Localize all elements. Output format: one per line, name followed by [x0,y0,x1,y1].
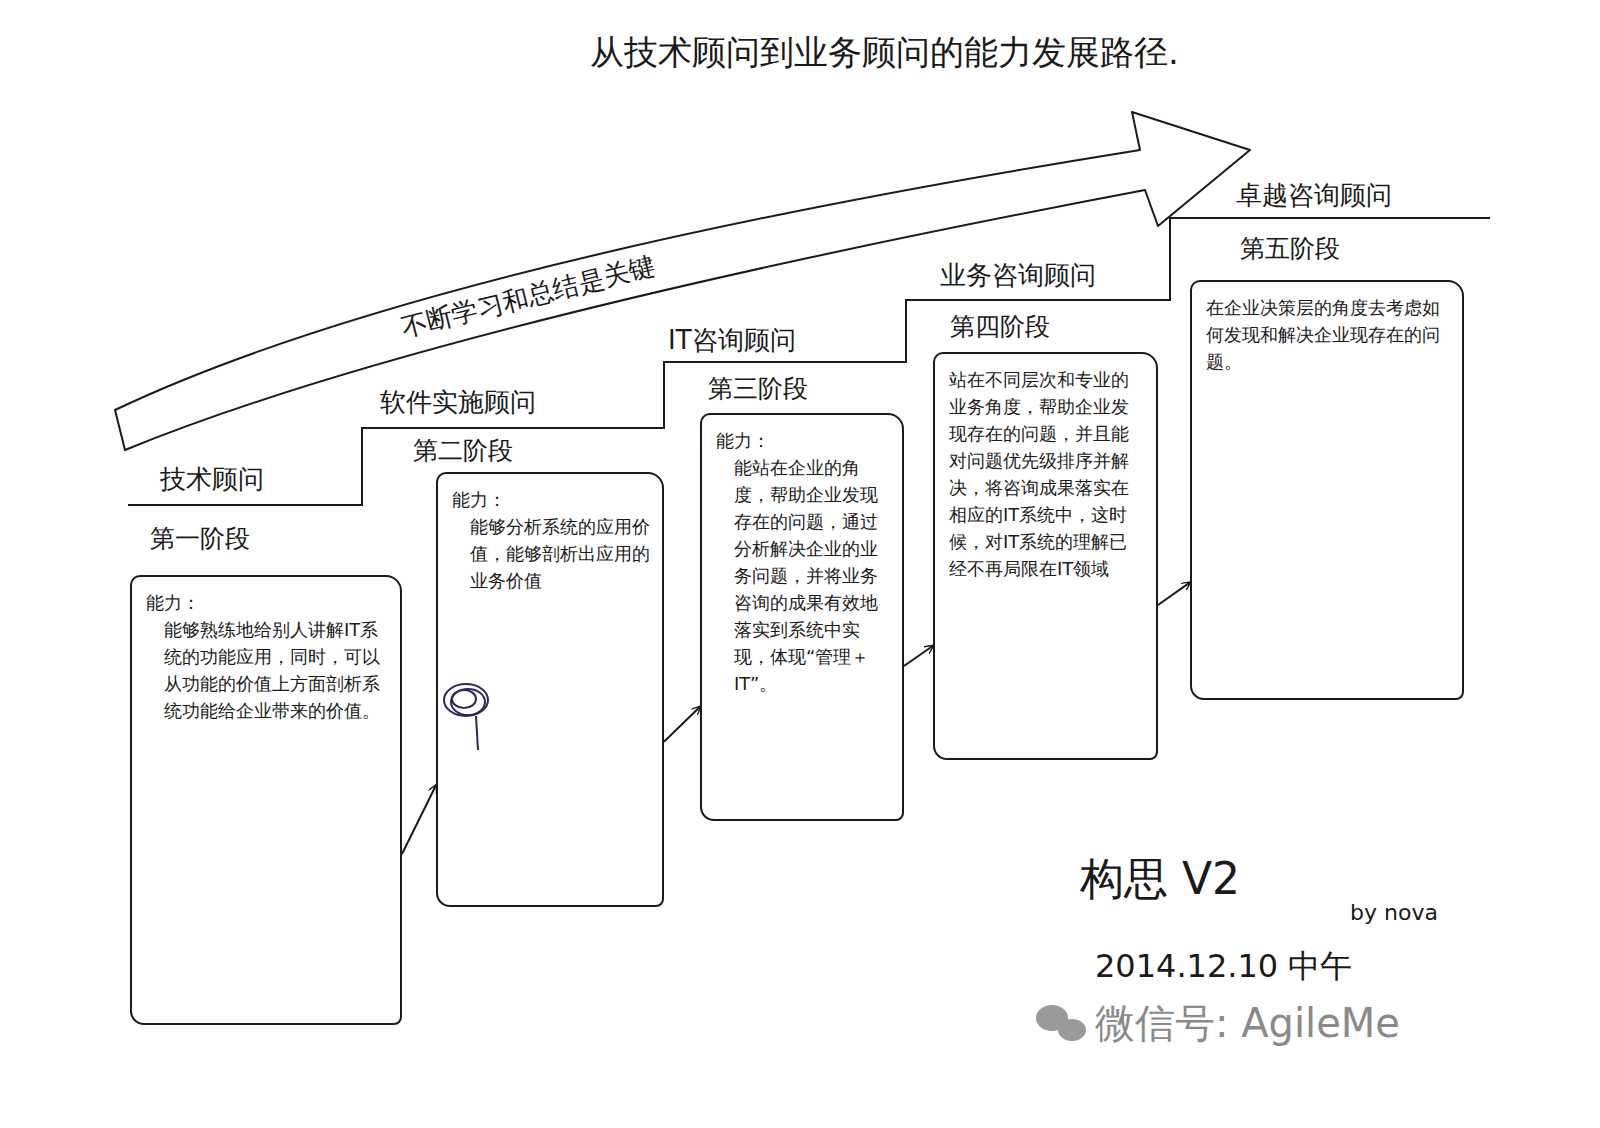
ability-card: 在企业决策层的角度去考虑如何发现和解决企业现存在的问题。 [1190,280,1464,700]
ability-label: 能力： [452,486,650,513]
stage-node: 软件实施顾问第二阶段能力：能够分析系统的应用价值，能够剖析出应用的业务价值 [380,385,664,907]
role-heading: 软件实施顾问 [380,385,536,420]
stage-label: 第三阶段 [708,372,808,405]
signature-note: by nova [1350,900,1438,925]
progress-arrow [1158,582,1190,605]
ability-card: 能力：能站在企业的角度，帮助企业发现存在的问题，通过分析解决企业的业务问题，并将… [700,413,904,821]
diagram-title: 从技术顾问到业务顾问的能力发展路径. [590,30,1179,76]
scribble [444,684,488,750]
ability-text: 站在不同层次和专业的业务角度，帮助企业发现存在的问题，并且能对问题优先级排序并解… [949,366,1144,582]
watermark: 微信号: AgileMe [1095,996,1400,1051]
band-note: 不断学习和总结是关键 [398,249,659,346]
progress-arrow [664,707,700,742]
stage-node: 技术顾问第一阶段能力：能够熟练地给别人讲解IT系统的功能应用，同时，可以从功能的… [130,462,402,1025]
ability-card: 能力：能够熟练地给别人讲解IT系统的功能应用，同时，可以从功能的价值上方面剖析系… [130,575,402,1025]
stage-node: IT咨询顾问第三阶段能力：能站在企业的角度，帮助企业发现存在的问题，通过分析解决… [668,323,904,821]
ability-text: 能够熟练地给别人讲解IT系统的功能应用，同时，可以从功能的价值上方面剖析系统功能… [146,616,388,724]
signature-note: 构思 V2 [1080,850,1240,909]
role-heading: 卓越咨询顾问 [1236,178,1392,213]
stage-label: 第一阶段 [150,522,250,555]
ability-card: 站在不同层次和专业的业务角度，帮助企业发现存在的问题，并且能对问题优先级排序并解… [933,352,1158,760]
role-heading: 业务咨询顾问 [940,258,1096,293]
stage-label: 第二阶段 [413,434,513,467]
role-heading: IT咨询顾问 [668,323,796,358]
ability-label: 能力： [146,589,388,616]
stage-label: 第五阶段 [1240,232,1340,265]
role-heading: 技术顾问 [160,462,264,497]
stage-node: 卓越咨询顾问第五阶段在企业决策层的角度去考虑如何发现和解决企业现存在的问题。 [1190,178,1464,700]
stage-node: 业务咨询顾问第四阶段站在不同层次和专业的业务角度，帮助企业发现存在的问题，并且能… [933,258,1158,760]
ability-text: 能够分析系统的应用价值，能够剖析出应用的业务价值 [452,513,650,594]
ability-text: 能站在企业的角度，帮助企业发现存在的问题，通过分析解决企业的业务问题，并将业务咨… [716,454,890,697]
ability-label: 能力： [716,427,890,454]
progress-arrow [904,646,933,666]
stage-label: 第四阶段 [950,310,1050,343]
progress-arrow [402,785,436,854]
wechat-icon [1036,1005,1086,1041]
ability-card: 能力：能够分析系统的应用价值，能够剖析出应用的业务价值 [436,472,664,907]
signature-note: 2014.12.10 中午 [1095,945,1352,989]
ability-text: 在企业决策层的角度去考虑如何发现和解决企业现存在的问题。 [1206,294,1450,375]
